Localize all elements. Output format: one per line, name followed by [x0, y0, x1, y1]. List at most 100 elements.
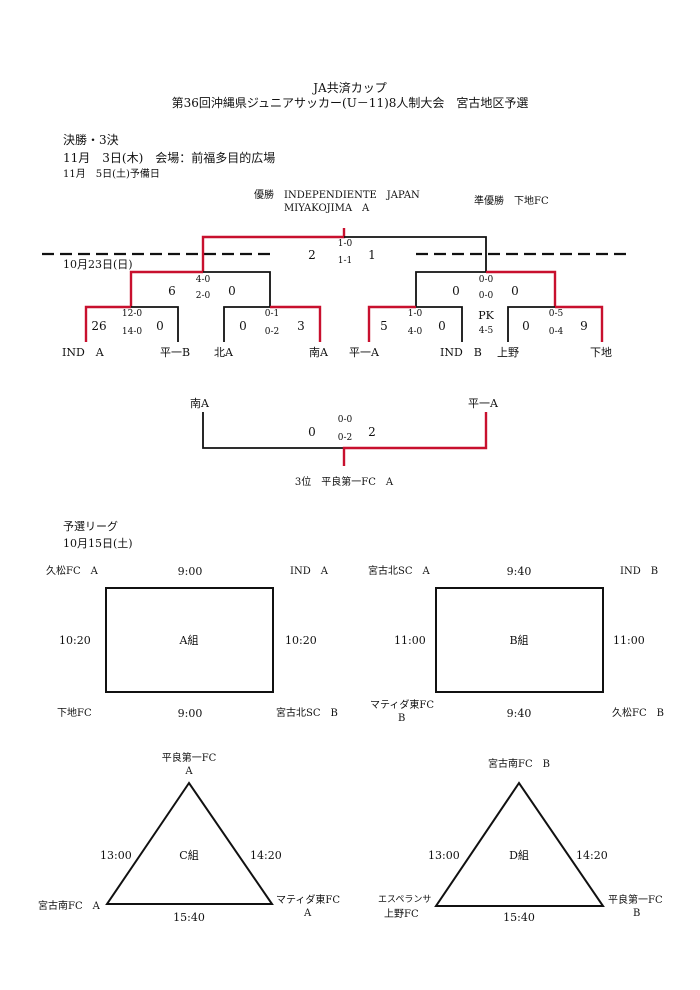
team-ind-a: IND A	[62, 346, 104, 359]
group-c-triangle	[105, 781, 274, 905]
qf4-lose-line	[507, 306, 555, 342]
semi-left-score-left: 6	[168, 284, 176, 298]
tournament-title: 第36回沖縄県ジュニアサッカー(U－11)8人制大会 宮古地区予選	[171, 96, 529, 110]
group-c-team-top-line1: 平良第一FC	[161, 753, 217, 764]
qf2-lose-line	[223, 306, 270, 342]
group-a-team-br: 宮古北SC B	[276, 708, 338, 719]
round-date: 10月23日(日)	[63, 258, 133, 271]
group-c-team-br-line1: マティダ東FC	[276, 895, 340, 906]
qf4-score-left: 0	[522, 319, 530, 333]
team-shimoji: 下地	[590, 346, 612, 359]
group-b-top-time: 9:40	[506, 565, 532, 578]
final-left-bracket	[201, 228, 346, 272]
team-ueno: 上野	[497, 346, 519, 359]
final-score-left: 2	[308, 248, 316, 262]
champion-name-line2: MIYAKOJIMA A	[284, 203, 370, 214]
third-place-win-line	[342, 412, 488, 466]
champion-name-line1: INDEPENDIENTE JAPAN	[284, 190, 420, 201]
semi-left-lose-line	[203, 271, 271, 307]
group-d-name: D組	[509, 849, 529, 862]
semi-left-half2: 2-0	[195, 291, 211, 301]
group-d-right-time: 14:20	[576, 849, 608, 862]
qf4-win-line	[555, 305, 604, 342]
qf1-score-left: 26	[91, 319, 107, 333]
third-place-lose-line	[202, 412, 344, 449]
qf1-win-line	[84, 305, 131, 342]
group-a-right-time: 10:20	[285, 634, 317, 647]
third-place-right-team: 平一A	[468, 397, 498, 410]
group-c-name: C組	[179, 849, 199, 862]
group-c-bottom-time: 15:40	[173, 911, 205, 924]
finals-date-venue: 11月 3日(木) 会場：前福多目的広場	[63, 151, 276, 165]
champion-label: 優勝	[254, 190, 274, 201]
group-d-bottom-time: 15:40	[503, 911, 535, 924]
finals-section-label: 決勝・3決	[63, 133, 119, 147]
group-b-left-time: 11:00	[394, 634, 426, 647]
group-a-top-time: 9:00	[177, 565, 203, 578]
qf4-half2: 0-4	[548, 327, 564, 337]
group-b-team-tr: IND B	[620, 566, 659, 577]
semi-right-pk-score: 4-5	[478, 326, 494, 336]
group-b-team-br: 久松FC B	[612, 708, 664, 719]
qf3-score-right: 0	[438, 319, 446, 333]
group-b-right-time: 11:00	[613, 634, 645, 647]
group-b-bottom-time: 9:40	[506, 707, 532, 720]
team-taira1-a: 平一A	[349, 346, 379, 359]
semi-left-score-right: 0	[228, 284, 236, 298]
semi-left-half1: 4-0	[195, 275, 211, 285]
qf3-score-left: 5	[380, 319, 388, 333]
group-b-team-bl-line1: マティダ東FC	[370, 700, 434, 711]
semi-right-half1: 0-0	[478, 275, 494, 285]
semi-right-win-line	[486, 270, 557, 307]
league-section-label: 予選リーグ	[63, 520, 118, 533]
group-b-team-tl: 宮古北SC A	[368, 566, 430, 577]
group-d-team-bl-line2: 上野FC	[384, 909, 419, 920]
league-date: 10月15日(土)	[63, 537, 133, 550]
qf1-lose-line	[131, 306, 179, 342]
group-c-team-bl: 宮古南FC A	[38, 901, 100, 912]
qf2-score-right: 3	[297, 319, 305, 333]
group-d-triangle	[434, 781, 605, 907]
group-d-left-time: 13:00	[428, 849, 460, 862]
group-c-left-time: 13:00	[100, 849, 132, 862]
team-minami-a: 南A	[309, 346, 328, 359]
final-half2: 1-1	[337, 256, 353, 266]
final-right-bracket	[344, 236, 487, 272]
third-place-left-team: 南A	[190, 397, 209, 410]
group-b-box	[435, 587, 604, 693]
group-d-team-top: 宮古南FC B	[488, 759, 550, 770]
group-c-team-top-line2: A	[185, 766, 193, 777]
event-title: JA共済カップ	[313, 81, 387, 95]
finals-reserve-day: 11月 5日(土)予備日	[63, 169, 160, 180]
team-taira1-b: 平一B	[160, 346, 191, 359]
semi-right-lose-line	[415, 271, 486, 307]
semi-right-pk-label: PK	[478, 309, 494, 322]
qf2-win-line	[270, 305, 322, 342]
group-d-team-bl-line1: エスペランサ	[378, 895, 432, 905]
group-a-left-time: 10:20	[59, 634, 91, 647]
group-c-team-br-line2: A	[304, 908, 312, 919]
third-place-score-left: 0	[308, 425, 316, 439]
qf1-half2: 14-0	[121, 327, 143, 337]
third-place-half1: 0-0	[337, 415, 353, 425]
group-b-team-bl-line2: B	[398, 713, 406, 724]
team-kita-a: 北A	[214, 346, 233, 359]
third-place-half2: 0-2	[337, 433, 353, 443]
group-b-name: B組	[509, 634, 529, 647]
group-a-box	[105, 587, 274, 693]
group-a-team-tr: IND A	[290, 566, 328, 577]
qf4-score-right: 9	[580, 319, 588, 333]
semi-right-score-left: 0	[452, 284, 460, 298]
qf2-half1: 0-1	[264, 309, 280, 319]
qf1-score-right: 0	[156, 319, 164, 333]
team-ind-b: IND B	[440, 346, 482, 359]
final-score-right: 1	[368, 248, 376, 262]
semi-right-half2: 0-0	[478, 291, 494, 301]
runner-up-label: 準優勝 下地FC	[474, 196, 549, 207]
qf3-win-line	[367, 305, 416, 342]
semi-left-win-line	[129, 270, 203, 307]
group-c-right-time: 14:20	[250, 849, 282, 862]
third-place-result: 3位 平良第一FC A	[294, 477, 394, 488]
group-d-team-br-line1: 平良第一FC	[608, 895, 663, 906]
qf2-half2: 0-2	[264, 327, 280, 337]
